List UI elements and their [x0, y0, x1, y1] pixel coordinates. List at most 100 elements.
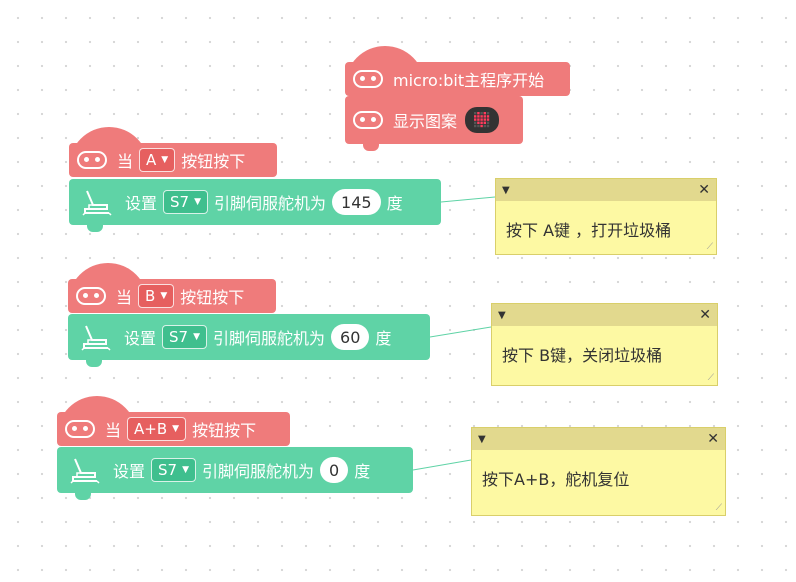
- microbit-icon: [353, 70, 383, 88]
- connector-ab: [412, 459, 472, 471]
- button-select-value: A: [146, 151, 157, 169]
- set-servo-block-a[interactable]: 设置 S7 ▼ 引脚伺服舵机为 145 度: [69, 179, 441, 232]
- comment-header[interactable]: ▼ ✕: [496, 179, 716, 201]
- pin-select-dropdown[interactable]: S7 ▼: [162, 325, 208, 349]
- led-cell: [480, 115, 483, 118]
- resize-grip-icon[interactable]: ⟋: [706, 242, 713, 252]
- led-cell: [486, 121, 490, 124]
- led-cell: [474, 124, 477, 128]
- set-servo-block-b[interactable]: 设置 S7 ▼ 引脚伺服舵机为 60 度: [68, 314, 430, 367]
- button-select-value: B: [145, 287, 156, 305]
- microbit-icon: [353, 111, 383, 129]
- led-cell: [477, 121, 480, 124]
- servo-text: 引脚伺服舵机为: [214, 194, 327, 213]
- set-label: 设置: [124, 329, 157, 348]
- led-pattern-dropdown[interactable]: [465, 107, 500, 133]
- button-select-dropdown[interactable]: B▼: [138, 284, 175, 308]
- chevron-down-icon: ▼: [172, 424, 180, 434]
- triangle-down-icon[interactable]: ▼: [478, 433, 486, 445]
- when-label: 当: [117, 152, 134, 171]
- led-cell: [477, 115, 480, 118]
- microbit-icon: [76, 287, 106, 305]
- pressed-label: 按钮按下: [192, 421, 257, 440]
- pressed-label: 按钮按下: [180, 288, 245, 307]
- microbit-icon: [77, 151, 107, 169]
- servo-text: 引脚伺服舵机为: [202, 462, 315, 481]
- led-cell: [480, 121, 483, 124]
- led-cell: [486, 118, 490, 121]
- chevron-down-icon: ▼: [161, 155, 169, 165]
- set-label: 设置: [113, 462, 146, 481]
- led-cell: [483, 121, 487, 124]
- led-cell: [486, 124, 490, 128]
- led-cell: [477, 118, 480, 121]
- chevron-down-icon: ▼: [193, 332, 201, 342]
- comment-text[interactable]: 按下 B键，关闭垃圾桶: [502, 346, 663, 365]
- comment-ab[interactable]: ▼ ✕ 按下A+B，舵机复位 ⟋: [471, 427, 726, 516]
- when-label: 当: [105, 421, 122, 440]
- button-select-dropdown[interactable]: A+B ▼: [127, 417, 187, 441]
- angle-input[interactable]: 0: [320, 457, 349, 483]
- triangle-down-icon[interactable]: ▼: [498, 309, 506, 321]
- led-cell: [480, 112, 483, 115]
- comment-header[interactable]: ▼ ✕: [472, 428, 725, 450]
- when-label: 当: [116, 288, 133, 307]
- pin-select-value: S7: [170, 193, 190, 211]
- led-cell: [474, 112, 477, 115]
- connector-a: [440, 196, 496, 203]
- close-icon[interactable]: ✕: [698, 182, 710, 198]
- led-cell: [483, 115, 487, 118]
- led-cell: [474, 118, 477, 121]
- main-start-block[interactable]: micro:bit主程序开始: [345, 46, 570, 96]
- chevron-down-icon: ▼: [160, 291, 168, 301]
- close-icon[interactable]: ✕: [707, 431, 719, 447]
- close-icon[interactable]: ✕: [699, 307, 711, 323]
- angle-input[interactable]: 145: [332, 189, 381, 215]
- angle-input[interactable]: 60: [331, 324, 370, 350]
- set-servo-block-ab[interactable]: 设置 S7 ▼ 引脚伺服舵机为 0 度: [57, 447, 413, 500]
- microbit-icon: [65, 420, 95, 438]
- triangle-down-icon[interactable]: ▼: [502, 184, 510, 196]
- servo-icon: [82, 190, 112, 216]
- connector-b: [429, 326, 492, 338]
- servo-icon: [70, 458, 100, 484]
- led-cell: [483, 124, 487, 128]
- unit-label: 度: [386, 194, 403, 213]
- pin-select-value: S7: [169, 328, 189, 346]
- comment-b[interactable]: ▼ ✕ 按下 B键，关闭垃圾桶 ⟋: [491, 303, 718, 386]
- comment-a[interactable]: ▼ ✕ 按下 A键 ，打开垃圾桶 ⟋: [495, 178, 717, 255]
- chevron-down-icon: ▼: [182, 465, 190, 475]
- on-button-ab-block[interactable]: 当 A+B ▼ 按钮按下: [57, 396, 290, 446]
- main-start-label: micro:bit主程序开始: [393, 71, 545, 90]
- pin-select-dropdown[interactable]: S7 ▼: [151, 458, 197, 482]
- button-select-dropdown[interactable]: A▼: [139, 148, 176, 172]
- led-cell: [474, 115, 477, 118]
- set-label: 设置: [125, 194, 158, 213]
- led-cell: [474, 121, 477, 124]
- led-cell: [480, 118, 483, 121]
- led-cell: [486, 112, 490, 115]
- led-cell: [480, 124, 483, 128]
- servo-text: 引脚伺服舵机为: [213, 329, 326, 348]
- led-cell: [486, 115, 490, 118]
- resize-grip-icon[interactable]: ⟋: [707, 373, 714, 383]
- resize-grip-icon[interactable]: ⟋: [715, 503, 722, 513]
- led-cell: [483, 112, 487, 115]
- pin-select-dropdown[interactable]: S7 ▼: [163, 190, 209, 214]
- led-cell: [477, 124, 480, 128]
- button-select-value: A+B: [134, 420, 168, 438]
- pin-select-value: S7: [158, 461, 178, 479]
- chevron-down-icon: ▼: [194, 197, 202, 207]
- led-cell: [483, 118, 487, 121]
- on-button-b-block[interactable]: 当 B▼ 按钮按下: [68, 263, 276, 313]
- show-icon-block[interactable]: 显示图案: [345, 96, 523, 151]
- comment-text[interactable]: 按下 A键 ，打开垃圾桶: [506, 221, 672, 240]
- comment-header[interactable]: ▼ ✕: [492, 304, 717, 326]
- on-button-a-block[interactable]: 当 A▼ 按钮按下: [69, 127, 277, 177]
- unit-label: 度: [354, 462, 371, 481]
- comment-text[interactable]: 按下A+B，舵机复位: [482, 470, 630, 489]
- show-icon-label: 显示图案: [393, 112, 458, 131]
- servo-icon: [81, 325, 111, 351]
- pressed-label: 按钮按下: [181, 152, 246, 171]
- unit-label: 度: [375, 329, 392, 348]
